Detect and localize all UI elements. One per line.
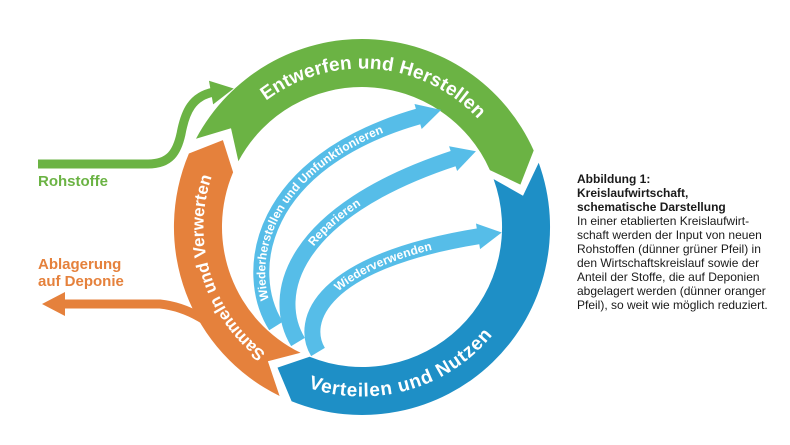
caption-body-line: schaft werden der Input von neuen <box>577 228 762 242</box>
figure-caption: Abbildung 1: Kreislaufwirtschaft, schema… <box>577 172 789 312</box>
repair-arrowhead-icon <box>449 146 476 171</box>
landfill-label-line1: Ablagerung <box>38 256 121 273</box>
raw-materials-arrowhead-icon <box>208 80 234 105</box>
caption-heading-line: Abbildung 1: <box>577 172 651 186</box>
caption-body-line: Anteil der Stoffe, die auf Deponien <box>577 270 760 284</box>
refurbish-arrowhead-icon <box>414 104 442 130</box>
repair-arrow <box>279 150 458 347</box>
repair-arrow-label: Reparieren <box>305 196 363 249</box>
raw-materials-flow-arrow <box>38 87 216 169</box>
landfill-arrowhead-icon <box>42 292 65 316</box>
refurbish-arrow <box>253 108 423 331</box>
reuse-arrow <box>304 228 482 357</box>
ring-segment-design <box>196 39 534 185</box>
caption-body-line: abgelagert werden (dünner oranger <box>577 284 766 298</box>
caption-body-line: den Wirtschaftskreislauf sowie der <box>577 256 760 270</box>
caption-heading: Abbildung 1: Kreislaufwirtschaft, schema… <box>577 172 789 214</box>
landfill-label-line2: auf Deponie <box>38 273 124 290</box>
ring-segment-use <box>277 162 551 415</box>
caption-heading-line: Kreislaufwirtschaft, <box>577 186 689 200</box>
caption-body: In einer etablierten Kreislaufwirt- scha… <box>577 214 789 312</box>
ring-segment-collect <box>173 140 301 396</box>
caption-heading-line: schematische Darstellung <box>577 200 726 214</box>
reuse-arrow-label: Wiederverwenden <box>332 239 434 294</box>
caption-body-line: In einer etablierten Kreislaufwirt- <box>577 214 750 228</box>
caption-body-line: Rohstoffen (dünner grüner Pfeil) in <box>577 242 761 256</box>
raw-materials-label: Rohstoffe <box>38 173 108 190</box>
reuse-arrowhead-icon <box>475 223 502 250</box>
caption-body-line: Pfeil), so weit wie möglich reduziert. <box>577 298 768 312</box>
